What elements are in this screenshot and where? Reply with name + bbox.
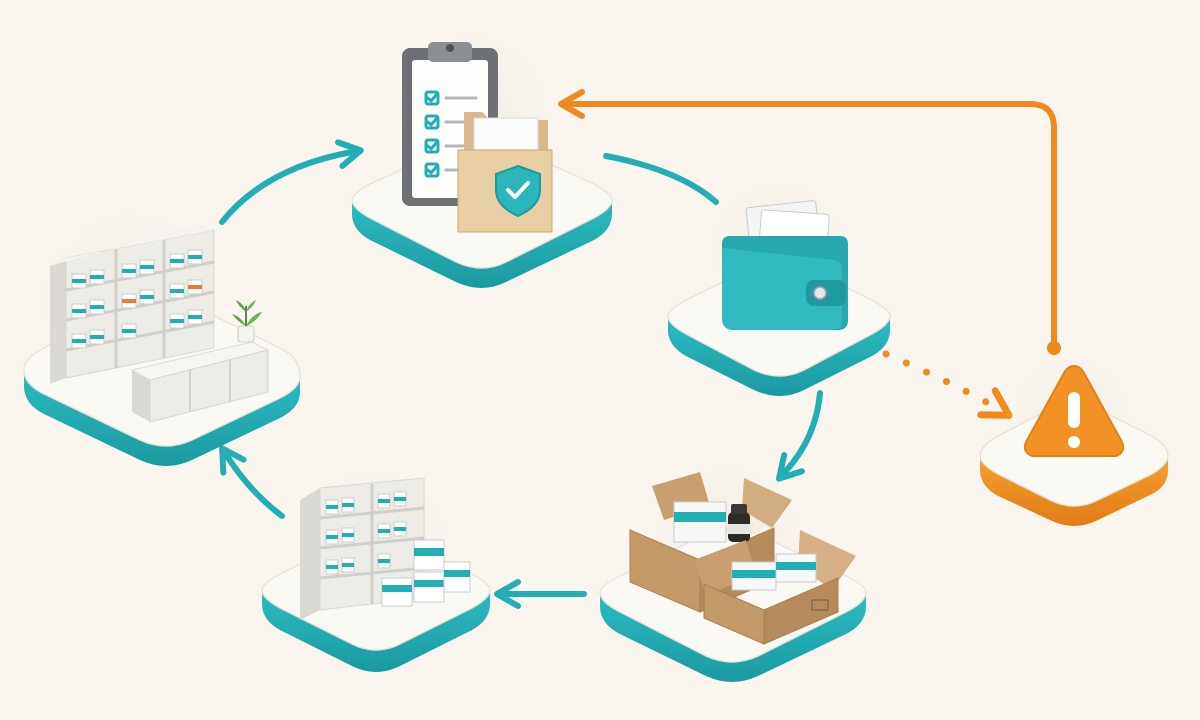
- pharmacy-shelf-boards: [65, 240, 215, 368]
- clipboard-folder-shield-icon: [402, 42, 553, 233]
- flow-arrow-alert-to-records: [558, 89, 1057, 351]
- wallet-front-panel: [722, 248, 842, 330]
- medicine-carton-3-band: [776, 562, 816, 570]
- pharmacy-counter-side: [149, 349, 269, 423]
- alert-link-dot: [1047, 341, 1061, 355]
- warning-exclamation-dot: [1068, 436, 1080, 448]
- box-stencil-mark: [811, 599, 829, 611]
- medicine-carton-2-band: [732, 570, 776, 578]
- wallet-icon: [722, 200, 848, 330]
- stage-alert: [979, 356, 1169, 526]
- medicine-carton-1-band: [674, 512, 726, 522]
- pharmacy-shelf-top: [50, 224, 214, 266]
- checklist: [424, 90, 440, 178]
- stage-inventory: [261, 466, 491, 672]
- back-box-flap-right: [742, 478, 792, 528]
- flow-arrow-pharmacy-to-records: [219, 139, 364, 225]
- clipboard-clip-hole: [446, 44, 454, 52]
- counter-panels: [189, 360, 231, 412]
- shelf-unit-side: [300, 488, 320, 620]
- shield-check-mark: [506, 181, 530, 199]
- flow-arrow-records-to-wallet: [603, 153, 719, 205]
- pharmacy-counter-icon: [50, 224, 270, 423]
- stage-delivery: [599, 464, 867, 682]
- flow-arrow-wallet-to-delivery: [775, 390, 823, 482]
- shipping-boxes-icon: [629, 472, 856, 645]
- medicine-bottle-cap: [731, 504, 747, 514]
- stocked-shelves-icon: [300, 477, 471, 620]
- wallet-button: [813, 286, 827, 300]
- connectors: [219, 89, 1061, 609]
- shelf-boards: [319, 484, 425, 604]
- warning-triangle-icon: [1023, 364, 1125, 457]
- front-box-side: [763, 577, 839, 645]
- flow-arrow-inventory-to-pharmacy: [219, 445, 285, 519]
- floor-carton-stack: [381, 539, 471, 607]
- shelf-products: [325, 491, 407, 575]
- stage-records: [351, 32, 613, 288]
- medicine-bottle-label: [728, 524, 750, 534]
- pharmacy-counter-front: [132, 370, 150, 422]
- stage-wallet: [667, 180, 891, 396]
- pharmacy-shelf-products: [71, 249, 203, 349]
- front-box-flap-left: [694, 540, 756, 596]
- pharmacy-shelf-side: [50, 258, 66, 384]
- stage-pharmacy: [23, 208, 301, 466]
- potted-plant-icon: [232, 300, 262, 343]
- warning-exclamation-bar: [1068, 392, 1080, 428]
